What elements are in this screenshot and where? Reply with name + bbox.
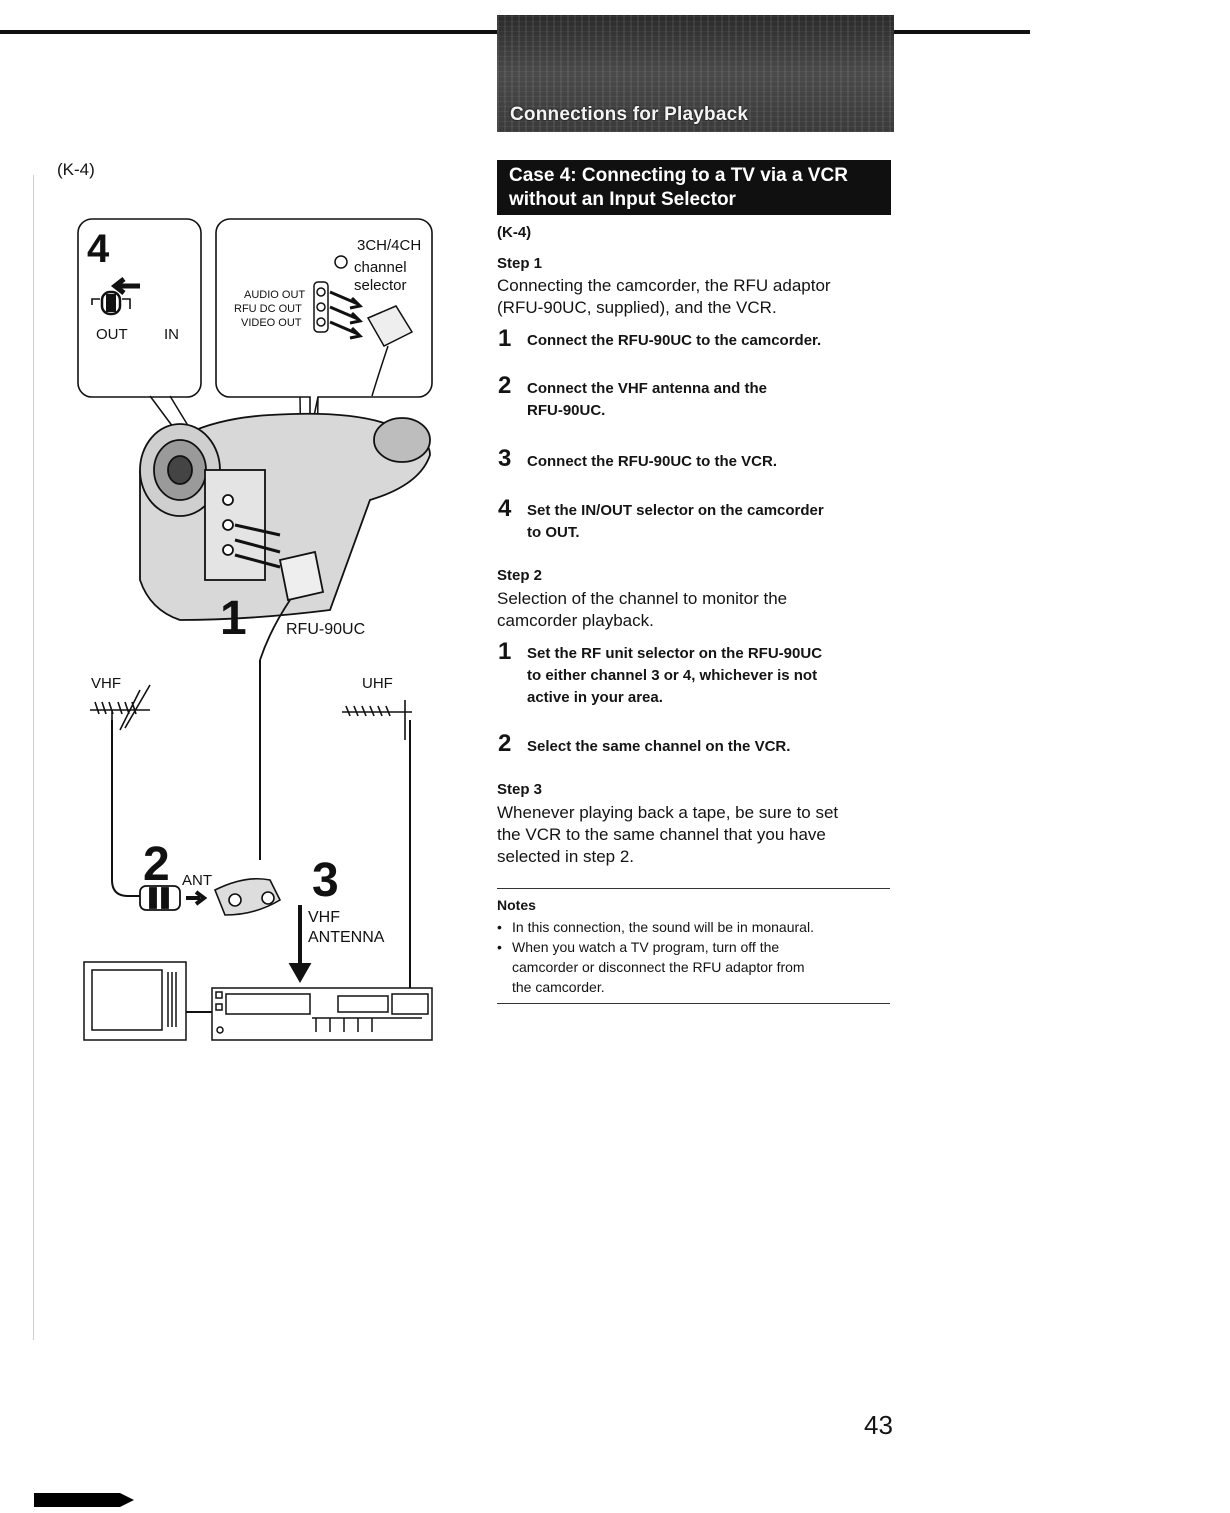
rfu-adaptor-icon	[366, 305, 414, 397]
step-1-item-4-text-line-2: to OUT.	[527, 524, 580, 541]
ant-label: ANT	[182, 872, 212, 889]
vhf-antenna-label-2: ANTENNA	[308, 929, 385, 946]
notes-bullet-2-line-1: When you watch a TV program, turn off th…	[512, 939, 780, 955]
vcr-illustration	[211, 987, 433, 1041]
header-title: Connections for Playback	[510, 104, 749, 125]
channel-selector-label-3: selector	[354, 277, 407, 294]
step-number-1: 1	[220, 592, 247, 645]
vhf-antenna-icon	[90, 684, 151, 731]
case-title-line-2: without an Input Selector	[509, 189, 736, 210]
step-2-item-1-text-line-2: to either channel 3 or 4, whichever is n…	[527, 667, 818, 684]
header-banner	[497, 15, 894, 132]
step-3-text-line-2: the VCR to the same channel that you hav…	[497, 825, 826, 844]
step-3-heading: Step 3	[497, 781, 543, 798]
step-2-item-1-number: 1	[498, 638, 512, 665]
callout-box-4	[77, 218, 202, 398]
step-2-item-2-number: 2	[498, 730, 512, 757]
rfu-label: RFU-90UC	[286, 621, 365, 638]
tv-illustration	[83, 961, 187, 1041]
step-3-text-line-3: selected in step 2.	[497, 847, 635, 866]
channel-selector-label-2: channel	[354, 259, 407, 276]
out-label: OUT	[96, 326, 128, 343]
step-1-item-4-number: 4	[498, 495, 512, 522]
bottom-tab-marker	[34, 1493, 134, 1507]
step-number-2: 2	[143, 838, 170, 891]
step-3-text-line-1: Whenever playing back a tape, be sure to…	[497, 803, 839, 822]
notes-bullet-1: In this connection, the sound will be in…	[512, 919, 814, 935]
in-label: IN	[164, 326, 179, 343]
step-1-item-1-number: 1	[498, 325, 512, 352]
notes-bullet-2-dot: •	[497, 939, 502, 955]
callout-4-number: 4	[87, 227, 110, 271]
case-title-line-1: Case 4: Connecting to a TV via a VCR	[509, 165, 848, 186]
step-1-item-3-text: Connect the RFU-90UC to the VCR.	[527, 453, 778, 470]
antenna-plug-icon	[139, 885, 208, 911]
notes-bullet-2-line-2: camcorder or disconnect the RFU adaptor …	[512, 959, 805, 975]
step-1-item-2-text-line-2: RFU-90UC.	[527, 402, 606, 419]
connection-diagram: 4 OUT IN 3CH/4CH channel selector AUDIO …	[77, 218, 433, 1041]
step-1-text-line-2: (RFU-90UC, supplied), and the VCR.	[497, 298, 777, 317]
step-2-item-1-text-line-1: Set the RF unit selector on the RFU-90UC	[527, 645, 823, 662]
step-1-item-2-text-line-1: Connect the VHF antenna and the	[527, 380, 768, 397]
rfu-connector-icon	[213, 877, 282, 916]
page-code: (K-4)	[57, 160, 95, 179]
step-1-item-1-text: Connect the RFU-90UC to the camcorder.	[527, 332, 822, 349]
vhf-cable	[111, 720, 140, 897]
step-1-item-2-number: 2	[498, 372, 512, 399]
notes-bullet-2-line-3: the camcorder.	[512, 979, 605, 995]
camcorder-illustration	[139, 412, 431, 661]
section-code: (K-4)	[497, 224, 532, 241]
case-title-box: Case 4: Connecting to a TV via a VCR wit…	[497, 160, 891, 215]
step-2-heading: Step 2	[497, 567, 543, 584]
step-2-text-line-1: Selection of the channel to monitor the	[497, 589, 788, 608]
port-jacks-icon	[313, 255, 348, 333]
vcr-arrow	[288, 905, 312, 984]
uhf-label: UHF	[362, 675, 393, 692]
uhf-antenna-icon	[342, 700, 412, 740]
plug-arrows-icon	[329, 290, 364, 340]
in-out-switch-icon	[91, 277, 140, 316]
rfu-dc-out-label: RFU DC OUT	[234, 303, 302, 315]
step-2-item-1-text-line-3: active in your area.	[527, 689, 663, 706]
step-2-text-line-2: camcorder playback.	[497, 611, 654, 630]
vhf-antenna-label-1: VHF	[308, 909, 340, 926]
step-2-item-2-text: Select the same channel on the VCR.	[527, 738, 791, 755]
step-1-item-3-number: 3	[498, 445, 512, 472]
page-number: 43	[864, 1410, 893, 1440]
left-margin-rule	[33, 175, 34, 1340]
channel-selector-label-1: 3CH/4CH	[357, 237, 421, 254]
notes-bottom-rule	[497, 1003, 890, 1004]
step-1-text-line-1: Connecting the camcorder, the RFU adapto…	[497, 276, 831, 295]
notes-heading: Notes	[497, 897, 536, 913]
notes-bullet-1-dot: •	[497, 919, 502, 935]
step-number-3: 3	[312, 854, 339, 907]
audio-out-label: AUDIO OUT	[244, 289, 305, 301]
step-1-heading: Step 1	[497, 255, 543, 272]
notes-top-rule	[497, 888, 890, 889]
step-1-item-4-text-line-1: Set the IN/OUT selector on the camcorder	[527, 502, 824, 519]
video-out-label: VIDEO OUT	[241, 317, 302, 329]
vhf-label: VHF	[91, 675, 121, 692]
